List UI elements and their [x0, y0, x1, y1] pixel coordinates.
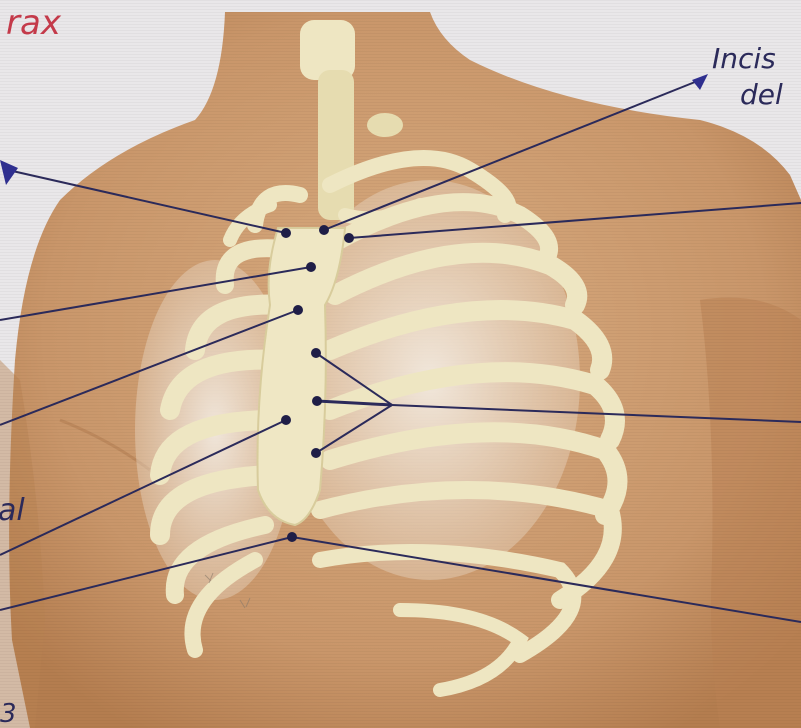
marker-xiphoid-process [287, 532, 297, 542]
handwritten-left-fragment-mid: al [0, 493, 25, 528]
marker-costal-upper [311, 348, 321, 358]
marker-jugular-notch [319, 225, 329, 235]
handwritten-label-top-right-2: del [740, 78, 783, 111]
marker-costal-middle [312, 396, 322, 406]
marker-costal-lower [311, 448, 321, 458]
handwritten-title-fragment: rax [6, 3, 62, 43]
marker-sternum-body [281, 415, 291, 425]
marker-sternal-angle [293, 305, 303, 315]
marker-manubrium [306, 262, 316, 272]
handwritten-left-fragment-bottom: 3 [0, 699, 17, 728]
marker-sternoclavicular-left [281, 228, 291, 238]
marker-sternoclavicular-right [344, 233, 354, 243]
handwritten-label-top-right-1: Incis [712, 42, 776, 75]
